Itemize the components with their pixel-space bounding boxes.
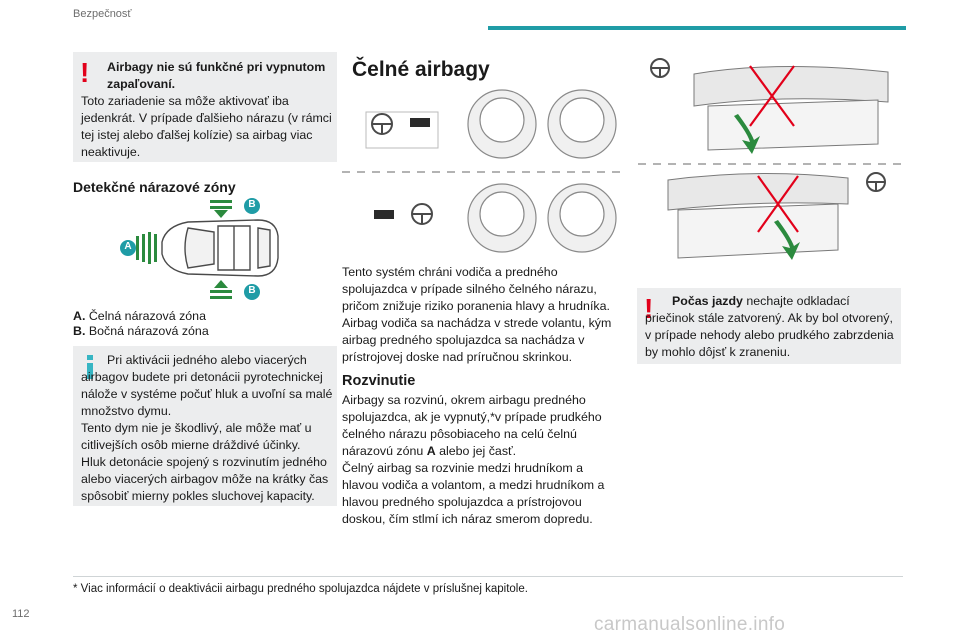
legend-a-text: Čelná nárazová zóna: [88, 309, 206, 323]
dashboard-illustration-bottom: [667, 172, 849, 259]
glovebox-warning-bold: Počas jazdy: [672, 294, 743, 308]
front-impact-arrows: [136, 232, 157, 264]
glovebox-diagram: [638, 58, 904, 260]
section-label: Bezpečnosť: [73, 8, 132, 20]
glovebox-warning-text: Počas jazdy nechajte odkladací priečinok…: [645, 293, 897, 361]
bottom-side-impact-arrow: [210, 280, 232, 299]
open-arrow-top: [734, 114, 760, 154]
legend-b-key: B.: [73, 324, 86, 338]
cross-out-bottom: [757, 175, 799, 233]
warning-box-glovebox: ! Počas jazdy nechajte odkladací priečin…: [637, 288, 901, 364]
footnote-rule: [73, 576, 903, 577]
page-title: Čelné airbagy: [352, 58, 490, 81]
badge-b-top: [244, 198, 260, 214]
glovebox-warning-body: nechajte odkladací priečinok stále zatvo…: [645, 294, 894, 359]
warning-bold-text: Airbagy nie sú funkčné pri vypnutom zapa…: [107, 60, 326, 91]
passenger-airbag-illustration: [547, 89, 617, 159]
dashboard-outline: [365, 111, 439, 149]
dashboard-airbag-icon-2: [374, 210, 394, 219]
passenger-airbag-illustration-2: [547, 183, 617, 253]
steering-wheel-icon-bottom: [866, 172, 886, 192]
steering-wheel-icon-top: [650, 58, 670, 78]
warning-icon: !: [80, 57, 90, 88]
dashboard-illustration-top: [693, 65, 889, 151]
cross-out-top: [749, 65, 795, 127]
page-number: 112: [12, 608, 30, 620]
car-top-view-illustration: [161, 219, 279, 277]
steering-wheel-icon: [371, 113, 393, 135]
deploy-paragraph-2: Čelný airbag sa rozvinie medzi hrudníkom…: [342, 461, 605, 526]
deploy-text-a: Airbagy sa rozvinú, okrem airbagu predné…: [342, 393, 602, 458]
deploy-heading: Rozvinutie: [342, 373, 416, 389]
driver-airbag-illustration: [467, 89, 537, 159]
info-icon: [87, 355, 93, 379]
driver-airbag-illustration-2: [467, 183, 537, 253]
legend-a: A. Čelná nárazová zóna: [73, 308, 206, 325]
deploy-text-b: alebo jej časť.: [435, 444, 517, 458]
legend-a-key: A.: [73, 309, 86, 323]
badge-a-label: A: [124, 241, 132, 252]
legend-b-text: Bočná nárazová zóna: [88, 324, 209, 338]
dashboard-airbag-icon: [410, 118, 430, 127]
header-accent-rule: [488, 26, 906, 30]
warning-box-ignition: ! Airbagy nie sú funkčné pri vypnutom za…: [73, 52, 337, 162]
info-box-detonation: Pri aktivácii jedného alebo viacerých ai…: [73, 346, 337, 506]
steering-wheel-icon-2: [411, 203, 433, 225]
info-p2: Tento dym nie je škodlivý, ale môže mať …: [81, 421, 312, 452]
warning-body-text: Toto zariadenie sa môže aktivovať iba je…: [81, 94, 332, 159]
deploy-zone-a: A: [426, 444, 436, 458]
badge-a: [120, 240, 136, 256]
top-side-impact-arrow: [210, 200, 232, 218]
deploy-paragraph-1: Airbagy sa rozvinú, okrem airbagu predné…: [342, 392, 622, 460]
watermark: carmanualsonline.info: [594, 614, 786, 635]
badge-b-bottom: [244, 284, 260, 300]
airbag-deployment-diagram: [342, 89, 622, 253]
legend-b: B. Bočná nárazová zóna: [73, 323, 209, 340]
badge-b-top-label: B: [248, 199, 256, 210]
open-arrow-bottom: [774, 220, 800, 260]
info-text: Pri aktivácii jedného alebo viacerých ai…: [81, 352, 333, 420]
impact-zones-diagram: [120, 198, 279, 300]
intro-paragraph: Tento systém chráni vodiča a predného sp…: [342, 265, 612, 364]
info-p3: Hluk detonácie spojený s rozvinutím jedn…: [81, 455, 329, 503]
warning-icon-glovebox: !: [644, 293, 654, 324]
footnote: * Viac informácií o deaktivácii airbagu …: [73, 583, 528, 595]
info-p1: Pri aktivácii jedného alebo viacerých ai…: [81, 353, 333, 418]
zones-heading: Detekčné nárazové zóny: [73, 179, 236, 195]
badge-b-bottom-label: B: [248, 285, 256, 296]
